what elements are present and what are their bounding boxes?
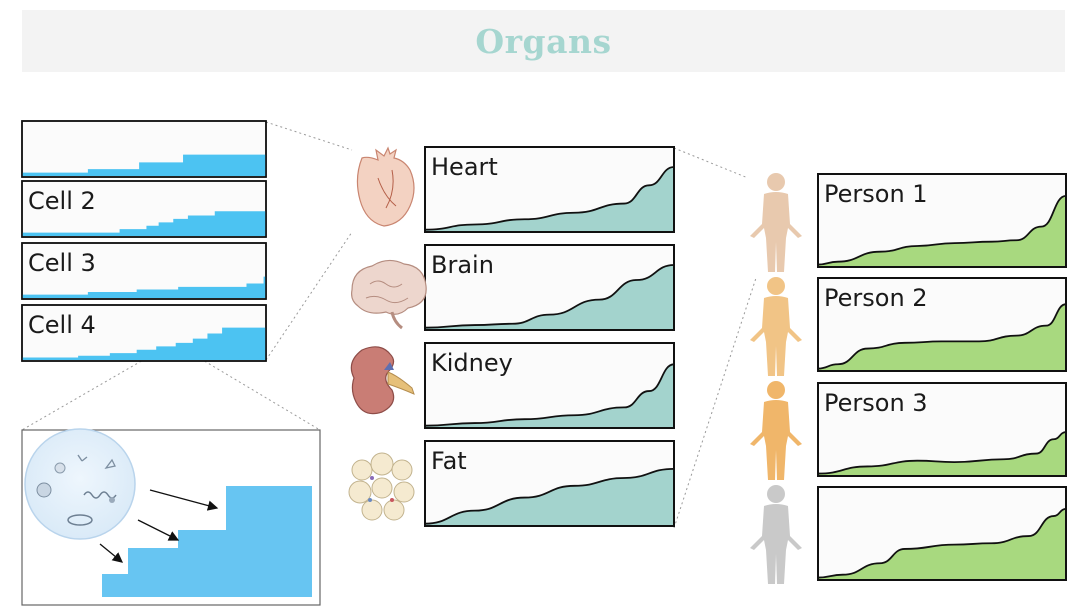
connector-lines	[21, 121, 757, 529]
person-icon	[750, 277, 802, 376]
person-3-label: Person 3	[824, 389, 928, 417]
person-1-label: Person 1	[824, 180, 928, 208]
panel-border	[21, 180, 267, 238]
heart-area	[425, 167, 674, 231]
person-panels: Person 1 Person 2 Person 3	[817, 173, 1067, 581]
person-4-panel	[817, 486, 1067, 581]
panel-border	[21, 304, 267, 362]
brain-panel: Brain	[424, 244, 675, 331]
kidney-icon	[350, 346, 415, 415]
panel-border	[21, 242, 267, 300]
person-2-curve	[817, 303, 1067, 370]
kidney-area	[425, 364, 674, 427]
cell-4-panel: Cell 4	[21, 304, 267, 362]
cell-2-panel: Cell 2	[21, 180, 267, 238]
panel-border	[424, 146, 675, 233]
title-banner: Organs	[22, 10, 1065, 72]
panel-border	[817, 486, 1067, 581]
person-icon	[750, 485, 802, 584]
person-3-area	[818, 432, 1066, 475]
person-1-curve	[817, 194, 1067, 266]
heart-icon	[356, 146, 415, 227]
cell-3-staircase-area	[22, 276, 266, 298]
brain-icon	[351, 259, 427, 330]
brain-label: Brain	[431, 251, 494, 279]
cell-icon	[24, 428, 136, 540]
panel-border	[21, 120, 267, 178]
brain-area	[425, 265, 674, 329]
kidney-curve	[424, 363, 675, 427]
cell-1-panel	[21, 120, 267, 178]
cell-3-label: Cell 3	[28, 249, 96, 277]
person-2-label: Person 2	[824, 284, 928, 312]
heart-panel: Heart	[424, 146, 675, 233]
heart-curve	[424, 166, 675, 231]
zoom-detail	[21, 428, 321, 606]
kidney-label: Kidney	[431, 349, 513, 377]
person-1-panel: Person 1	[817, 173, 1067, 268]
cell-2-label: Cell 2	[28, 187, 96, 215]
zoom-arrows	[99, 489, 219, 563]
person-4-curve	[817, 507, 1067, 579]
panel-border	[817, 382, 1067, 477]
heart-label: Heart	[431, 153, 498, 181]
person-icon	[750, 381, 802, 480]
cell-4-label: Cell 4	[28, 311, 96, 339]
panel-border	[424, 342, 675, 429]
person-1-area	[818, 195, 1066, 266]
fat-curve	[424, 467, 675, 525]
cell-2-staircase-area	[22, 211, 266, 236]
cell-4-staircase-area	[22, 327, 266, 360]
person-figures	[750, 173, 802, 584]
fat-area	[425, 468, 674, 525]
cell-3-panel: Cell 3	[21, 242, 267, 300]
panel-border	[817, 277, 1067, 372]
person-4-area	[818, 508, 1066, 579]
page-title: Organs	[475, 21, 612, 61]
cell-panels: Cell 2 Cell 3 Cell 4	[21, 120, 267, 362]
person-icon	[750, 173, 802, 272]
person-2-area	[818, 304, 1066, 370]
fat-label: Fat	[431, 447, 467, 475]
brain-curve	[424, 264, 675, 329]
fat-panel: Fat	[424, 440, 675, 527]
person-2-panel: Person 2	[817, 277, 1067, 372]
kidney-panel: Kidney	[424, 342, 675, 429]
cell-1-staircase-area	[22, 154, 266, 176]
panel-border	[424, 440, 675, 527]
person-3-curve	[817, 431, 1067, 475]
fat-tissue-icon	[348, 452, 415, 521]
zoom-staircase	[102, 486, 312, 597]
panel-border	[817, 173, 1067, 268]
person-3-panel: Person 3	[817, 382, 1067, 477]
